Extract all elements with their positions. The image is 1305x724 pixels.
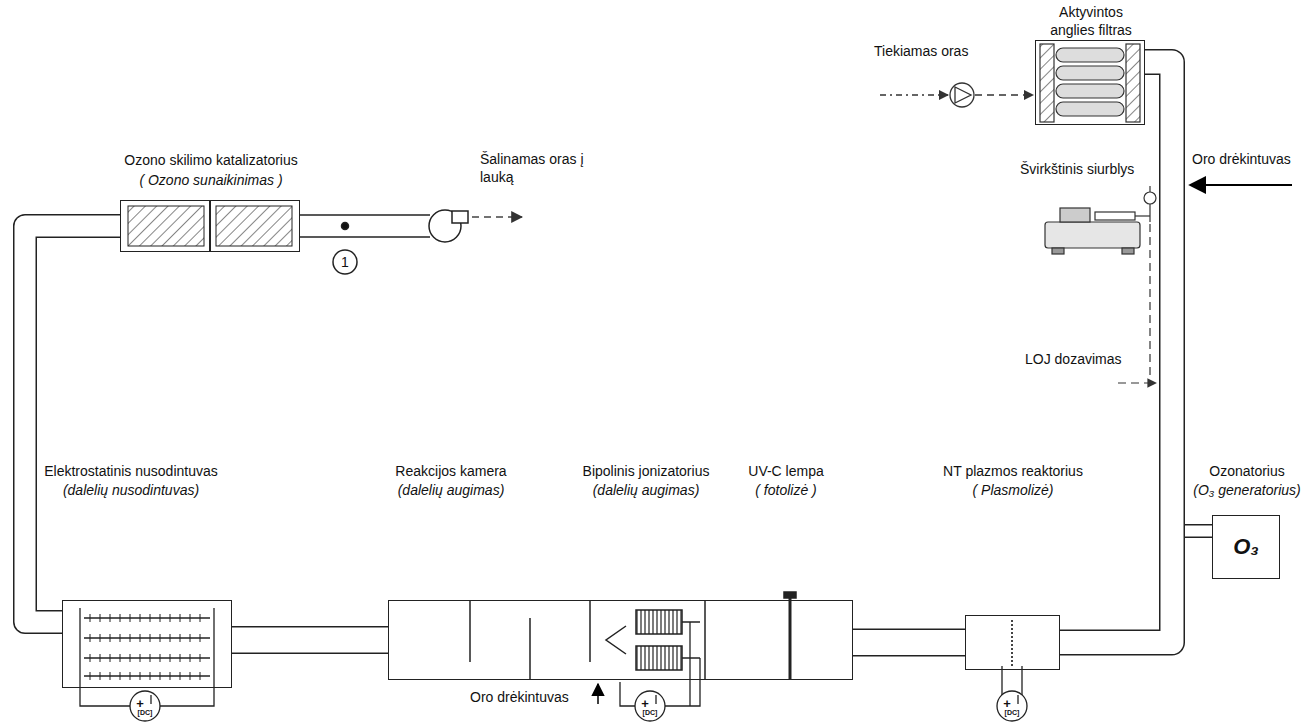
part-title: Bipolinis jonizatorius: [581, 462, 712, 480]
air-duct: [853, 642, 965, 643]
polarity-sign: +: [1003, 697, 1011, 710]
source-type: [DC]: [643, 709, 658, 717]
chamber-internals: [470, 592, 796, 704]
plasma-electrode: [1011, 620, 1013, 666]
part-subtitle: (O₃ generatorius): [1191, 481, 1302, 499]
air-duct: [232, 640, 388, 641]
humidifier-label: Oro drėkintuvas: [1192, 150, 1291, 168]
dosing-label: LOJ dozavimas: [1025, 350, 1121, 368]
part-title: Reakcijos kamera: [393, 462, 508, 480]
part-title: Aktyvintos anglies filtras: [1033, 3, 1149, 39]
part-subtitle: (dalelių augimas): [591, 481, 702, 499]
part-title: Ozono skilimo katalizatorius: [122, 151, 300, 169]
exhaust-fan: [300, 210, 522, 274]
part-title: Ozonatorius: [1207, 462, 1286, 480]
outlet-label: Šalinamas oras į lauką: [480, 150, 612, 186]
part-subtitle: ( Plasmolizė): [971, 481, 1056, 499]
electrode-ticks: [90, 614, 200, 680]
air-duct: [1060, 531, 1212, 643]
supply-pump: [880, 83, 1033, 107]
esp-plates: [80, 608, 214, 688]
part-title: NT plazmos reaktorius: [941, 462, 1085, 480]
box-text: O₃: [1233, 538, 1259, 556]
precipitator-box: Elektrostatinis nusodintuvas(dalelių nus…: [62, 600, 232, 688]
chamber-box: Reakcijos kamera(dalelių augimas)Bipolin…: [388, 600, 853, 680]
ozonator-box: Ozonatorius(O₃ generatorius)O₃: [1212, 515, 1280, 579]
filter-box: Aktyvintos anglies filtras: [1035, 40, 1145, 125]
part-title: Elektrostatinis nusodintuvas: [42, 462, 220, 480]
part-subtitle: ( fotolizė ): [753, 481, 818, 499]
pump-label: Švirkštinis siurblys: [1020, 160, 1134, 178]
polarity-sign: +: [136, 697, 144, 710]
part-subtitle: (dalelių nusodintuvas): [61, 481, 201, 499]
part-title: UV-C lempa: [746, 462, 825, 480]
plasma-reactor-box: NT plazmos reaktorius( Plasmolizė): [965, 615, 1060, 670]
inlet-label: Tiekiamas oras: [874, 42, 968, 60]
carbon-filter-cells: [1040, 44, 1140, 122]
source-type: [DC]: [138, 709, 153, 717]
catalyst-box: Ozono skilimo katalizatorius( Ozono suna…: [120, 200, 300, 252]
part-subtitle: (dalelių augimas): [396, 481, 507, 499]
humidifier-label: Oro drėkintuvas: [470, 688, 569, 706]
callout-number: 1: [341, 253, 349, 271]
catalyst-cells: [128, 200, 292, 252]
air-duct: [25, 226, 120, 622]
humidifier-arrow: [1190, 184, 1292, 186]
polarity-sign: +: [641, 697, 649, 710]
part-subtitle: ( Ozono sunaikinimas ): [137, 171, 284, 189]
source-type: [DC]: [1005, 709, 1020, 717]
dc-sources: [80, 622, 1027, 721]
